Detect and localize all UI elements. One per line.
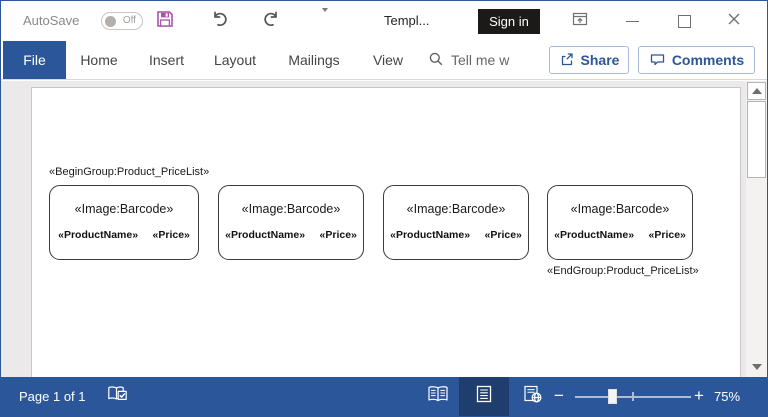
tab-mailings[interactable]: Mailings — [288, 52, 340, 68]
zoom-slider-thumb[interactable] — [608, 389, 617, 404]
close-icon — [727, 12, 741, 31]
share-icon — [559, 51, 575, 70]
comments-button[interactable]: Comments — [638, 46, 755, 74]
open-book-icon — [426, 385, 450, 408]
comments-label: Comments — [671, 52, 745, 68]
search-icon — [428, 51, 444, 70]
price-field[interactable]: «Price» — [648, 229, 686, 241]
save-button[interactable] — [152, 9, 178, 33]
zoom-center-tick — [632, 392, 634, 401]
autosave-label: AutoSave — [23, 13, 80, 28]
close-button[interactable] — [720, 7, 748, 35]
comments-icon — [649, 51, 666, 70]
tell-me-search[interactable]: Tell me w — [428, 41, 509, 79]
triangle-up-icon — [751, 88, 762, 94]
undo-icon — [210, 9, 230, 34]
product-card-shape[interactable]: «Image:Barcode» «ProductName» «Price» — [547, 185, 693, 260]
title-bar: AutoSave Off — [1, 1, 767, 41]
document-globe-icon — [522, 384, 543, 409]
zoom-in-button[interactable]: + — [694, 386, 704, 405]
status-bar: Page 1 of 1 — [1, 377, 767, 416]
zoom-out-button[interactable]: − — [554, 386, 564, 405]
proofing-book-check-icon — [106, 385, 128, 408]
image-barcode-field[interactable]: «Image:Barcode» — [570, 202, 670, 216]
document-page[interactable]: «BeginGroup:Product_PriceList» «Image:Ba… — [31, 87, 741, 377]
triangle-down-icon — [751, 364, 762, 370]
redo-icon — [261, 9, 281, 34]
document-lines-icon — [474, 384, 494, 409]
product-name-field[interactable]: «ProductName» — [225, 229, 306, 241]
maximize-button[interactable] — [670, 7, 698, 35]
undo-button[interactable] — [207, 9, 233, 33]
minimize-icon — [625, 20, 639, 22]
page-indicator[interactable]: Page 1 of 1 — [19, 389, 86, 404]
web-layout-button[interactable] — [511, 377, 553, 416]
document-canvas: «BeginGroup:Product_PriceList» «Image:Ba… — [1, 81, 767, 377]
tab-view[interactable]: View — [372, 52, 404, 68]
document-title: Templ... — [384, 13, 430, 28]
chevron-down-icon — [321, 8, 331, 30]
toggle-knob-icon — [105, 15, 116, 27]
sign-in-button[interactable]: Sign in — [478, 9, 540, 34]
image-barcode-field[interactable]: «Image:Barcode» — [406, 202, 506, 216]
autosave-state: Off — [122, 15, 136, 26]
price-field[interactable]: «Price» — [319, 229, 357, 241]
begin-group-field[interactable]: «BeginGroup:Product_PriceList» — [49, 166, 210, 178]
product-name-field[interactable]: «ProductName» — [390, 229, 471, 241]
product-name-field[interactable]: «ProductName» — [58, 229, 139, 241]
maximize-icon — [677, 14, 691, 28]
scrollbar-thumb[interactable] — [747, 101, 766, 178]
tab-file[interactable]: File — [3, 41, 66, 79]
save-icon — [155, 9, 175, 34]
zoom-level-button[interactable]: 75% — [714, 389, 741, 404]
zoom-slider[interactable] — [575, 377, 691, 416]
tab-home[interactable]: Home — [80, 52, 118, 68]
product-name-field[interactable]: «ProductName» — [554, 229, 635, 241]
price-field[interactable]: «Price» — [152, 229, 190, 241]
tab-insert[interactable]: Insert — [148, 52, 184, 68]
read-mode-button[interactable] — [417, 377, 459, 416]
ribbon-tab-bar: File Home Insert Layout Mailings View Te… — [1, 41, 767, 80]
print-layout-button[interactable] — [459, 377, 509, 416]
redo-button[interactable] — [258, 9, 284, 33]
customize-quick-access-toolbar-button[interactable] — [313, 8, 339, 33]
ribbon-display-options-button[interactable] — [566, 7, 594, 35]
image-barcode-field[interactable]: «Image:Barcode» — [241, 202, 341, 216]
end-group-field[interactable]: «EndGroup:Product_PriceList» — [547, 265, 699, 277]
scroll-up-button[interactable] — [747, 82, 766, 100]
proofing-status-button[interactable] — [103, 377, 131, 416]
product-card-shape[interactable]: «Image:Barcode» «ProductName» «Price» — [383, 185, 529, 260]
minimize-button[interactable] — [618, 7, 646, 35]
price-field[interactable]: «Price» — [484, 229, 522, 241]
tell-me-text: Tell me w — [451, 52, 510, 68]
autosave-toggle[interactable]: Off — [101, 12, 143, 30]
scroll-down-button[interactable] — [747, 358, 766, 376]
tab-layout[interactable]: Layout — [213, 52, 257, 68]
image-barcode-field[interactable]: «Image:Barcode» — [74, 202, 174, 216]
vertical-scrollbar[interactable] — [746, 81, 767, 377]
product-card-shape[interactable]: «Image:Barcode» «ProductName» «Price» — [218, 185, 364, 260]
ribbon-display-options-icon — [571, 10, 589, 33]
product-card-shape[interactable]: «Image:Barcode» «ProductName» «Price» — [49, 185, 199, 260]
share-label: Share — [580, 52, 620, 68]
share-button[interactable]: Share — [549, 46, 629, 74]
